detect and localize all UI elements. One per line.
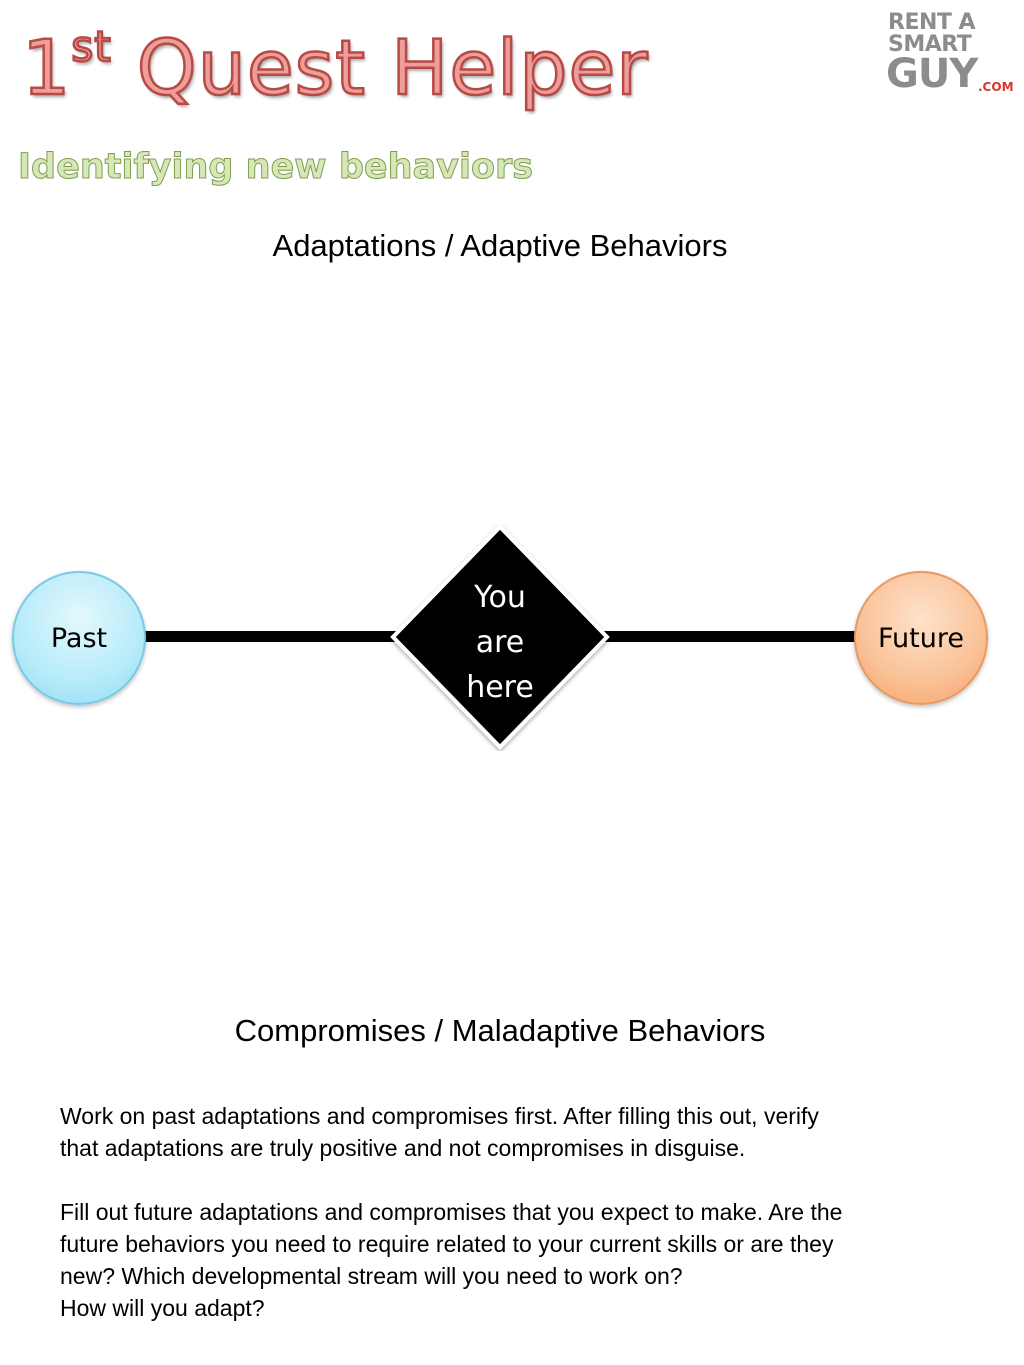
rent-a-smart-guy-logo: RENT A SMART GUY .COM bbox=[886, 10, 1020, 98]
title-superscript: st bbox=[70, 22, 112, 71]
instruction-line: that adaptations are truly positive and … bbox=[60, 1135, 746, 1161]
instruction-line: Fill out future adaptations and compromi… bbox=[60, 1199, 843, 1225]
diamond-line-3: here bbox=[466, 670, 534, 705]
past-label: Past bbox=[50, 622, 108, 654]
past-node: Past bbox=[12, 571, 146, 705]
adaptations-label: Adaptations / Adaptive Behaviors bbox=[272, 228, 728, 263]
instructions-paragraph-1: Work on past adaptations and compromises… bbox=[60, 1100, 980, 1164]
diamond-line-1: You bbox=[474, 580, 526, 615]
logo-line-4: .COM bbox=[978, 80, 1014, 94]
instructions: Work on past adaptations and compromises… bbox=[60, 1100, 980, 1324]
instruction-line: Work on past adaptations and compromises… bbox=[60, 1103, 819, 1129]
instruction-line: new? Which developmental stream will you… bbox=[60, 1263, 683, 1289]
compromises-label: Compromises / Maladaptive Behaviors bbox=[234, 1013, 766, 1048]
page-title: 1st Quest Helper bbox=[21, 24, 649, 107]
logo-line-3: GUY bbox=[886, 51, 978, 97]
title-prefix: 1 bbox=[21, 23, 72, 112]
diamond-shape bbox=[390, 524, 610, 750]
instruction-line: future behaviors you need to require rel… bbox=[60, 1231, 834, 1257]
page-subtitle: Identifying new behaviors bbox=[17, 147, 534, 187]
logo-line-2: SMART bbox=[888, 32, 972, 57]
future-label: Future bbox=[878, 622, 964, 654]
title-main: Quest Helper bbox=[111, 23, 649, 112]
you-are-here-diamond: You are here bbox=[389, 523, 611, 751]
instructions-paragraph-2: Fill out future adaptations and compromi… bbox=[60, 1196, 980, 1324]
diamond-line-2: are bbox=[475, 625, 525, 660]
logo-line-1: RENT A bbox=[888, 10, 976, 35]
future-node: Future bbox=[854, 571, 988, 705]
instruction-line: How will you adapt? bbox=[60, 1295, 265, 1321]
you-are-here-text: You are here bbox=[389, 575, 611, 710]
